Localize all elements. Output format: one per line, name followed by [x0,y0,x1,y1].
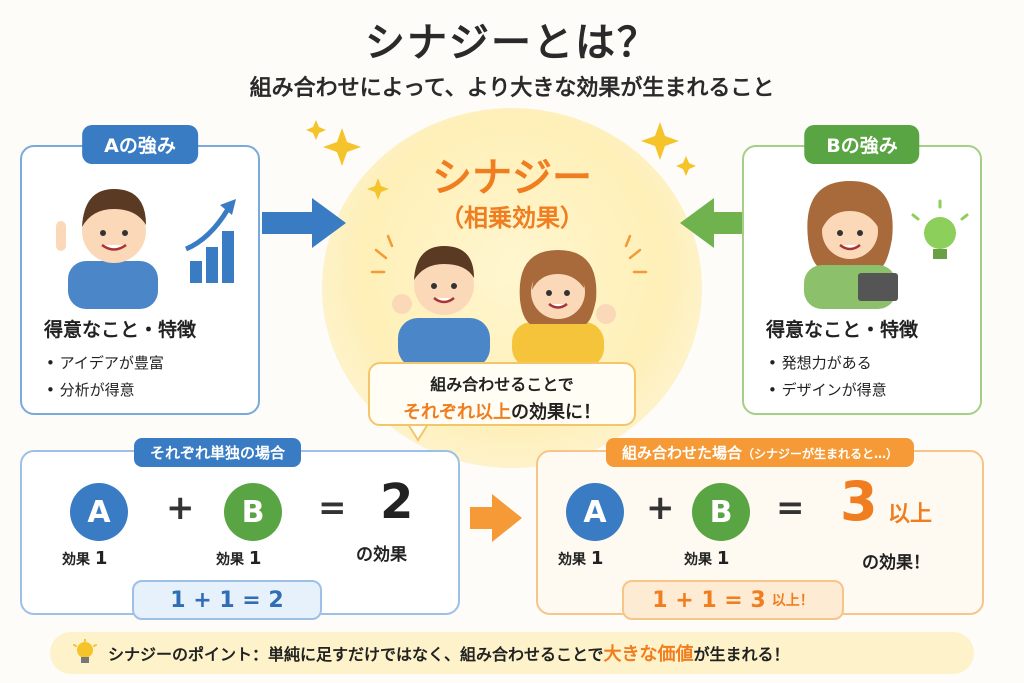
combined-tag-main: 組み合わせた場合 [621,444,742,462]
equals-sign: = [776,488,805,528]
effect-b-value: 1 [248,548,262,569]
circle-a: A [70,483,128,541]
point-suffix: が生まれる！ [693,645,790,664]
card-a-list: アイデアが豊富 分析が得意 [46,350,164,404]
circle-b: B [224,483,282,541]
effect-b-prefix: 効果 [216,552,244,568]
bubble-line2: それぞれ以上の効果に！ [370,398,634,424]
synergy-subtitle: （相乗効果） [440,204,584,232]
effect-a-prefix: 効果 [558,552,586,568]
calc-small: 以上！ [771,593,814,609]
page-subtitle: 組み合わせによって、より大きな効果が生まれること [249,76,775,101]
card-a-tag: Aの強み [82,125,198,164]
list-item: 発想力がある [768,350,887,377]
person-b-illustration [804,181,969,309]
bubble-highlight: それぞれ以上 [403,402,511,423]
effect-a: 効果 1 [558,548,603,569]
card-b-list: 発想力がある デザインが得意 [768,350,887,404]
list-item: アイデアが豊富 [46,350,164,377]
circle-a: A [566,483,624,541]
effect-b-value: 1 [716,548,730,569]
effect-a-prefix: 効果 [62,552,90,568]
effect-a: 効果 1 [62,548,107,569]
synergy-title: シナジー [432,155,592,201]
result-unit: 以上 [888,502,933,527]
arrow-right-icon [470,494,522,542]
result-suffix: の効果 [356,545,407,565]
result-value: 2 [380,474,414,530]
effect-b: 効果 1 [216,548,261,569]
girl-illustration [512,250,616,368]
equals-sign: = [318,488,347,528]
card-b-tag: Bの強み [804,125,920,164]
combined-case-tag: 組み合わせた場合（シナジーが生まれると…） [605,438,915,467]
point-highlight: 大きな価値 [603,644,694,665]
effect-b: 効果 1 [684,548,729,569]
calc-box-combined: 1 + 1 = 3 以上！ [622,580,844,620]
result-suffix: の効果！ [862,553,930,573]
bubble-line1: 組み合わせることで [430,375,574,394]
effect-b-prefix: 効果 [684,552,712,568]
point-prefix: シナジーのポイント：単純に足すだけではなく、組み合わせることで [108,645,604,664]
card-a-heading: 得意なこと・特徴 [44,319,197,341]
strength-card-b: Bの強み 得意なこと・特徴 発想力がある デザインが得意 [742,125,982,415]
plus-sign: + [166,488,195,528]
card-b-heading: 得意なこと・特徴 [766,319,919,341]
effect-a-value: 1 [590,548,604,569]
bubble-rest: の効果に！ [511,402,601,423]
lightbulb-icon [911,199,969,259]
page-title: シナジーとは？ [365,20,659,66]
separate-case-tag: それぞれ単独の場合 [134,438,302,467]
calc-box-separate: 1 + 1 = 2 [132,580,322,620]
arrow-right-icon [262,198,346,248]
combined-tag-small: （シナジーが生まれると…） [742,447,899,461]
result-value: 3 [840,470,878,533]
list-item: 分析が得意 [46,377,164,404]
point-banner: シナジーのポイント：単純に足すだけではなく、組み合わせることで大きな価値が生まれ… [50,632,974,674]
lightbulb-icon [73,639,97,663]
speech-bubble: 組み合わせることで それぞれ以上の効果に！ [368,362,636,426]
person-a-illustration [56,189,236,309]
calc-main: 1 + 1 = 3 [652,587,766,613]
strength-card-a: Aの強み 得意なこと・特徴 アイデアが豊富 分析が得意 [20,125,260,415]
arrow-left-icon [680,198,742,248]
circle-b: B [692,483,750,541]
boy-illustration [392,246,490,368]
effect-a-value: 1 [94,548,108,569]
plus-sign: + [646,488,675,528]
list-item: デザインが得意 [768,377,887,404]
sparkle-icon [306,120,696,200]
bar-chart-up-icon [184,199,236,283]
